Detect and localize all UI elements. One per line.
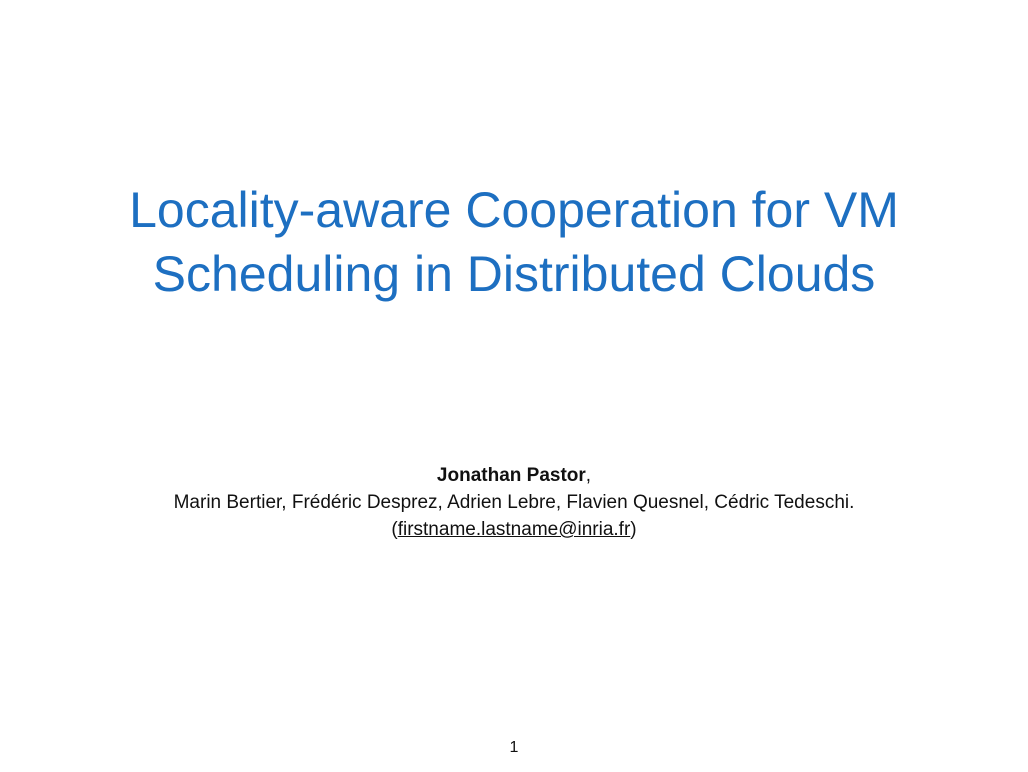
email-link[interactable]: firstname.lastname@inria.fr [397,519,631,540]
page-number: 1 [509,739,519,756]
lead-author-suffix: , [585,465,592,486]
lead-author-line: Jonathan Pastor, [40,462,988,489]
title-line-2: Scheduling in Distributed Clouds [152,246,876,302]
author-block: Jonathan Pastor, Marin Bertier, Frédéric… [40,462,988,543]
lead-author-name: Jonathan Pastor [436,465,586,486]
email-suffix: ) [630,519,637,540]
title-line-1: Locality-aware Cooperation for VM [129,182,899,238]
email-prefix: ( [391,519,398,540]
coauthors-line: Marin Bertier, Frédéric Desprez, Adrien … [173,492,855,513]
email-line: (firstname.lastname@inria.fr) [40,516,988,543]
slide-title: Locality-aware Cooperation for VM Schedu… [40,178,988,306]
